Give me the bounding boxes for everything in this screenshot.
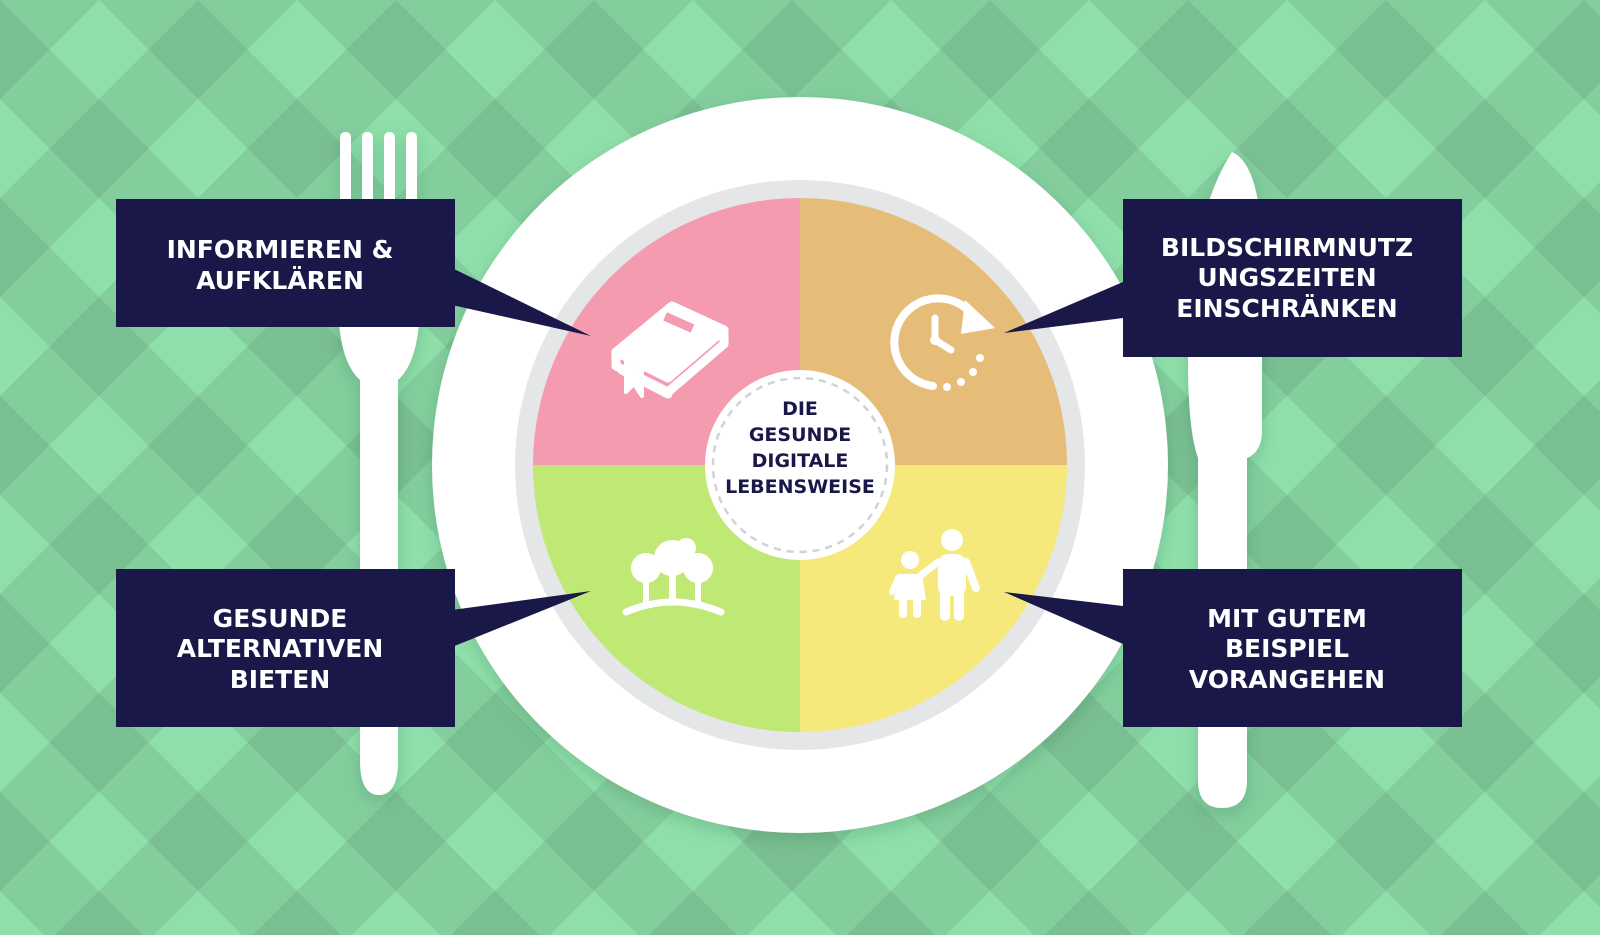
label-box-top-right: BILDSCHIRMNUTZ UNGSZEITEN EINSCHRÄNKEN: [1123, 199, 1462, 357]
callout-pointers: [452, 268, 1123, 647]
label-box-bottom-left: GESUNDE ALTERNATIVEN BIETEN: [116, 569, 455, 727]
pointer-bottom-right: [1004, 592, 1123, 644]
center-text-line-3: DIGITALE: [752, 450, 849, 472]
label-bottom-left-line-1: GESUNDE: [213, 604, 348, 633]
pointer-top-right: [1004, 282, 1123, 333]
center-text-line-1: DIE: [782, 398, 818, 420]
label-top-left-line-2: AUFKLÄREN: [196, 265, 364, 295]
label-box-bottom-right: MIT GUTEM BEISPIEL VORANGEHEN: [1123, 569, 1462, 727]
pointer-bottom-left: [452, 591, 591, 647]
label-bottom-right-line-2: BEISPIEL: [1225, 634, 1349, 663]
center-text-line-2: GESUNDE: [749, 424, 851, 446]
label-bottom-left-line-3: BIETEN: [230, 665, 331, 694]
label-top-left-line-1: INFORMIEREN &: [167, 235, 394, 264]
pointer-top-left: [452, 268, 591, 336]
center-text-line-4: LEBENSWEISE: [725, 476, 875, 498]
label-top-right-line-3: EINSCHRÄNKEN: [1176, 293, 1397, 323]
label-top-right-line-1: BILDSCHIRMNUTZ: [1161, 233, 1413, 262]
label-bottom-right-line-1: MIT GUTEM: [1207, 604, 1367, 633]
label-bottom-left-line-2: ALTERNATIVEN: [177, 634, 384, 663]
center-disc: DIE GESUNDE DIGITALE LEBENSWEISE: [705, 370, 895, 560]
label-bottom-right-line-3: VORANGEHEN: [1189, 665, 1385, 694]
label-box-top-left: INFORMIEREN & AUFKLÄREN: [116, 199, 455, 327]
book-icon: [611, 301, 729, 399]
trees-icon: [622, 538, 725, 616]
label-top-right-line-2: UNGSZEITEN: [1197, 263, 1376, 292]
parent-child-icon: [889, 529, 980, 621]
clock-timer-icon: [890, 294, 995, 391]
